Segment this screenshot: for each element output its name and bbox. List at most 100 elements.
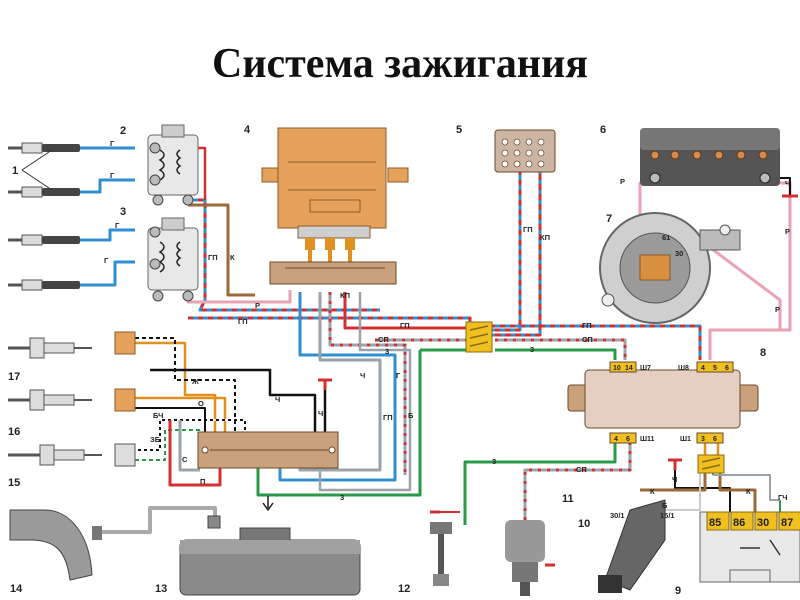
wire-label: Ч xyxy=(360,371,365,380)
relay-9 xyxy=(699,511,800,583)
pin-label: Ш7 xyxy=(640,365,651,372)
callout-14: 14 xyxy=(10,583,23,595)
wire-label: СП xyxy=(378,335,389,344)
wire-label: К xyxy=(746,487,751,496)
ground-symbols xyxy=(318,194,798,567)
sensor-16 xyxy=(8,388,136,412)
ecu-connector xyxy=(269,261,397,285)
sensor-17 xyxy=(8,331,136,359)
wire-label: Г xyxy=(110,139,115,148)
spark-plug xyxy=(8,142,80,154)
wires xyxy=(78,146,792,534)
sensor5-gp-red xyxy=(490,170,522,332)
wire-label: ГП xyxy=(208,253,218,262)
ignition-coil-3 xyxy=(147,217,199,302)
callout-8: 8 xyxy=(760,347,766,359)
junction-block-relay xyxy=(697,454,725,474)
wire-label: Ч xyxy=(275,395,280,404)
wire-label: 3 xyxy=(492,457,496,466)
wire-label: КП xyxy=(340,291,350,300)
sensor-15 xyxy=(8,443,136,467)
wire-label: БЧ xyxy=(153,411,163,420)
wire-label: ГП xyxy=(523,225,533,234)
pin-label: 6 xyxy=(626,436,630,443)
b-wire xyxy=(318,292,412,492)
relay-b xyxy=(655,472,701,511)
ignition-coil-2 xyxy=(147,124,199,206)
wire-label: КП xyxy=(540,233,550,242)
spark-plugs xyxy=(8,142,80,291)
switch-unit-labels: 10 14 4 5 6 4 6 3 6 Ш7 Ш8 Ш11 Ш1 xyxy=(613,365,729,443)
harness-vertical-blue xyxy=(278,292,397,482)
ch-wire xyxy=(150,368,317,432)
wire-label: Ч xyxy=(672,475,677,484)
pin-label: Ш1 xyxy=(680,436,691,443)
pin-label: 3 xyxy=(701,436,705,443)
callout-16: 16 xyxy=(8,426,20,438)
wire-label: Г xyxy=(115,221,120,230)
wire-label: ГП xyxy=(383,413,393,422)
spark-plug xyxy=(8,279,80,291)
pin-label: 14 xyxy=(625,365,633,372)
wire-label: 3 xyxy=(340,493,344,502)
coil-gp-wire-red xyxy=(188,198,380,312)
pin-label: 6 xyxy=(725,365,729,372)
wire-label: ГЧ xyxy=(778,493,788,502)
coil-k-wire xyxy=(188,203,255,297)
z-bus xyxy=(420,348,617,360)
wire-label: СП xyxy=(582,335,593,344)
wire-label: П xyxy=(200,477,205,486)
spark-plug xyxy=(8,234,80,246)
wire-label: Г xyxy=(104,256,109,265)
callout-4: 4 xyxy=(244,124,251,136)
sensor15-zb xyxy=(135,429,200,461)
callout-6: 6 xyxy=(600,124,606,136)
wire-label: 30 xyxy=(675,249,683,258)
wire-label: 3 xyxy=(385,347,389,356)
z-low xyxy=(463,440,617,525)
wire-label: Б xyxy=(662,501,668,510)
arrow-down xyxy=(262,496,274,512)
relay-gch-grey xyxy=(713,474,780,501)
pipe-14-13 xyxy=(100,506,217,534)
wire-label: К xyxy=(230,253,235,262)
idle-valve-11 xyxy=(505,520,545,596)
wire-label: ГП xyxy=(238,317,248,326)
sensor15-bch2 xyxy=(135,419,246,451)
battery-6 xyxy=(640,128,780,186)
wire-label: Ж xyxy=(191,377,199,386)
wire-label: Р xyxy=(620,177,625,186)
harness-grey-red xyxy=(328,292,407,475)
battery-r2 xyxy=(708,181,792,360)
kp-wire xyxy=(343,292,470,330)
sp-bus-red xyxy=(375,338,627,360)
sensor-12 xyxy=(430,522,452,586)
callout-2: 2 xyxy=(120,125,126,137)
wire-label: Ч xyxy=(318,409,323,418)
ecu-harness xyxy=(308,248,352,262)
z-bottom xyxy=(256,350,422,497)
wire-label: СП xyxy=(576,465,587,474)
relay-ch xyxy=(674,462,731,512)
callout-line-1b xyxy=(21,169,53,191)
wire-label: Б xyxy=(408,411,414,420)
wire-label: О xyxy=(198,399,204,408)
gp-bus-red xyxy=(188,316,702,360)
p-wire xyxy=(168,420,222,487)
callout-11: 11 xyxy=(562,493,574,505)
sensor16-black xyxy=(135,407,206,432)
sensor-10 xyxy=(598,499,666,593)
sensor17-wires xyxy=(135,341,217,432)
pin-label: Ш8 xyxy=(678,365,689,372)
sensor5-kp-b xyxy=(490,170,542,337)
wire-label: Р xyxy=(255,301,260,310)
ecu-4 xyxy=(261,127,409,250)
wire-labels: Г Г Г Г ГП К Р ГП ГП КП КП Р Ч 61 30 Р Р… xyxy=(104,139,790,520)
wire-label: Р xyxy=(775,305,780,314)
wire-label: Г xyxy=(110,171,115,180)
wire-label: Г xyxy=(396,371,401,380)
wire-label: 15/1 xyxy=(660,511,675,520)
wire-label: ГП xyxy=(400,321,410,330)
throttle-body-13 xyxy=(179,515,361,596)
